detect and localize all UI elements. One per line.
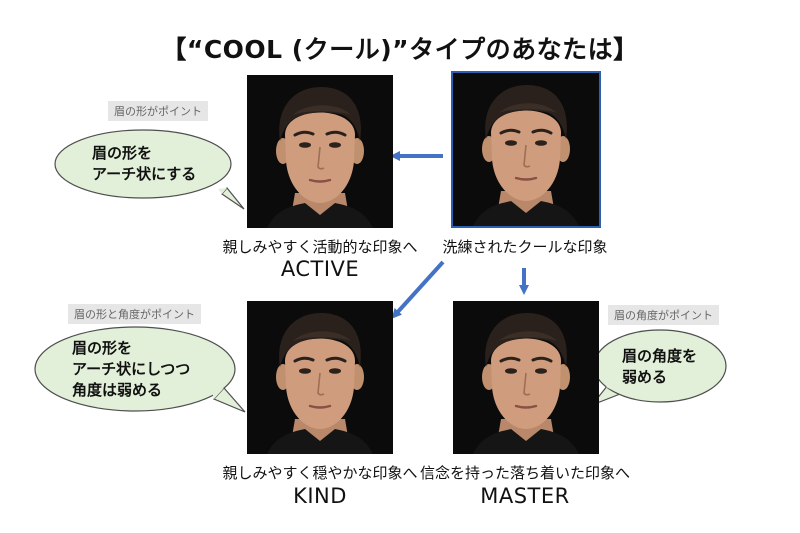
- bubble-line: アーチ状にしつつ: [72, 360, 191, 378]
- bubble-text-master: 眉の角度を 弱める: [622, 346, 697, 388]
- bubble-line: 角度は弱める: [72, 381, 163, 399]
- caption-kind: 親しみやすく穏やかな印象へ: [222, 464, 418, 482]
- face-icon: [453, 301, 599, 454]
- tag-active: 眉の形がポイント: [108, 101, 208, 121]
- face-photo-kind: [247, 301, 393, 454]
- caption-master: 信念を持った落ち着いた印象へ: [419, 464, 630, 482]
- face-icon: [247, 301, 393, 454]
- tag-kind: 眉の形と角度がポイント: [68, 304, 201, 324]
- bubble-text-active: 眉の形を アーチ状にする: [92, 143, 196, 185]
- tag-master: 眉の角度がポイント: [608, 305, 719, 325]
- type-name-kind: KIND: [293, 484, 347, 508]
- bubble-line: 眉の形を: [92, 144, 153, 162]
- type-name-master: MASTER: [480, 484, 570, 508]
- face-photo-master: [453, 301, 599, 454]
- bubble-line: 弱める: [622, 368, 668, 386]
- face-photo-center: [451, 71, 601, 228]
- face-icon: [247, 75, 393, 228]
- bubble-text-kind: 眉の形を アーチ状にしつつ 角度は弱める: [72, 338, 190, 401]
- bubble-line: 眉の角度を: [622, 347, 698, 365]
- face-photo-active: [247, 75, 393, 228]
- caption-center: 洗練されたクールな印象: [442, 238, 608, 256]
- bubble-line: アーチ状にする: [92, 165, 197, 183]
- caption-active: 親しみやすく活動的な印象へ: [222, 238, 418, 256]
- page-title: 【“COOL (クール)”タイプのあなたは】: [161, 35, 639, 64]
- bubble-line: 眉の形を: [72, 339, 133, 357]
- type-name-active: ACTIVE: [280, 257, 360, 281]
- face-icon: [453, 73, 599, 226]
